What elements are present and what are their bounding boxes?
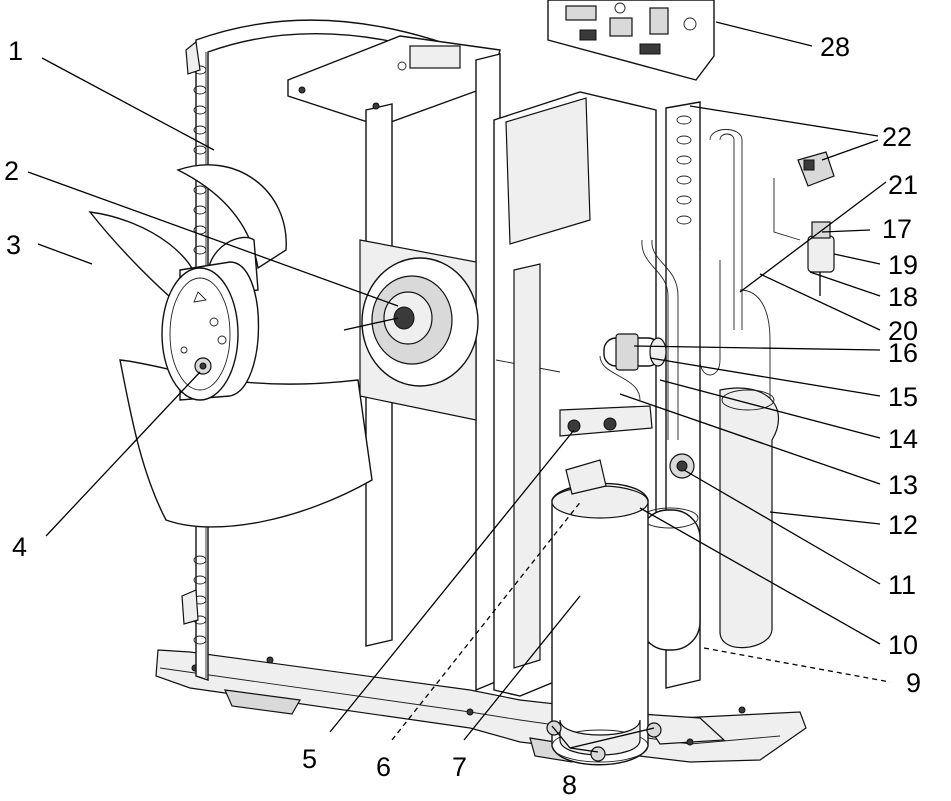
leader-28: [715, 21, 813, 47]
leader-8a: [551, 725, 571, 749]
leader-11: [683, 469, 881, 585]
control-pcb: [547, 0, 715, 81]
leader-5: [329, 429, 575, 733]
leader-22b: [821, 139, 879, 161]
leader-4: [45, 371, 201, 537]
leader-12: [769, 511, 881, 525]
callout-8: 8: [562, 770, 577, 800]
callout-labels: 1 2 3 4 5 6 7 8 9 10 11 12 13 14 15 16 1…: [4, 32, 921, 800]
leader-14: [659, 379, 881, 439]
callout-6: 6: [376, 752, 391, 782]
leader-16: [633, 345, 881, 351]
leader-1: [41, 57, 215, 151]
callout-1: 1: [8, 36, 23, 66]
callout-10: 10: [888, 630, 918, 660]
fan-motor: [343, 257, 479, 387]
leader-13: [619, 393, 881, 485]
callout-4: 4: [12, 532, 27, 562]
leader-8c: [569, 727, 655, 749]
leader-3: [37, 243, 93, 265]
leader-7: [463, 595, 581, 741]
leader-lines: [27, 21, 891, 753]
leader-18: [809, 271, 881, 297]
callout-20: 20: [888, 316, 918, 346]
callout-19: 19: [888, 250, 918, 280]
leader-10: [639, 507, 881, 645]
leader-8b: [569, 747, 599, 753]
callout-11: 11: [888, 570, 916, 600]
pipe-support: [559, 405, 653, 495]
callout-5: 5: [302, 744, 317, 774]
leader-19: [833, 253, 881, 265]
fan-nut: [194, 357, 212, 375]
leader-17: [821, 229, 871, 233]
callout-17: 17: [882, 214, 912, 244]
leader-22a: [689, 105, 879, 137]
callout-22: 22: [882, 122, 912, 152]
callout-9: 9: [906, 668, 921, 698]
propeller-fan: [88, 164, 373, 528]
terminal-block: [797, 151, 835, 187]
callout-28: 28: [820, 32, 850, 62]
callout-2: 2: [4, 156, 19, 186]
callout-3: 3: [6, 230, 21, 260]
callout-15: 15: [888, 382, 918, 412]
fan-hub: [161, 261, 260, 401]
callout-16: 16: [888, 338, 918, 368]
leader-15: [649, 357, 881, 397]
solenoid-assembly: [773, 178, 835, 296]
callout-14: 14: [888, 424, 918, 454]
callout-13: 13: [888, 470, 918, 500]
four-way-valve: [603, 333, 667, 371]
leader-9: [703, 647, 891, 683]
callout-12: 12: [888, 510, 918, 540]
callout-18: 18: [888, 282, 918, 312]
accumulator: [719, 387, 780, 649]
callout-7: 7: [452, 752, 467, 782]
leader-6: [391, 499, 583, 741]
compressor: [551, 482, 649, 766]
leader-20: [759, 273, 881, 331]
leader-2: [27, 171, 399, 307]
refrigerant-piping: [599, 239, 771, 440]
leader-21: [739, 181, 887, 293]
compressor-mounts: [546, 720, 662, 762]
callout-21: 21: [888, 170, 918, 200]
